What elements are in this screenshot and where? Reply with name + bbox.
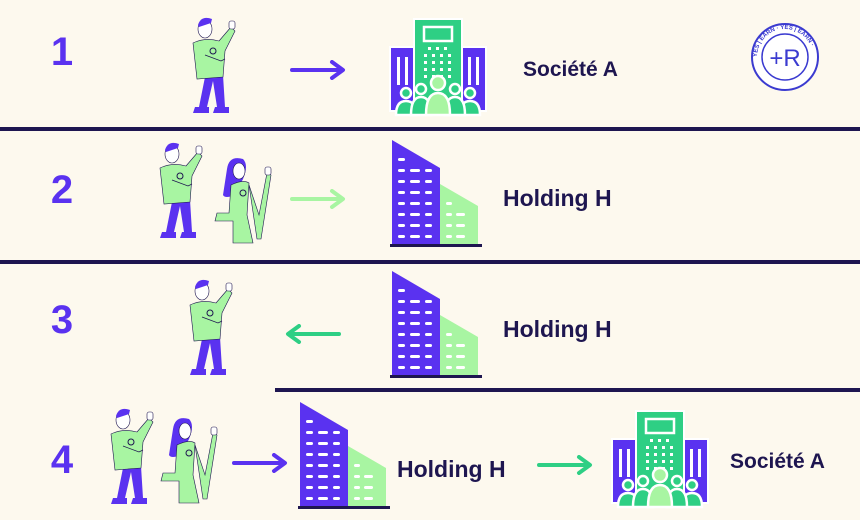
entity-label: Holding H xyxy=(397,456,506,482)
entity-label-2: Société A xyxy=(730,450,825,473)
arrow-right-icon xyxy=(232,453,288,473)
divider xyxy=(0,127,860,131)
person-icon xyxy=(103,406,163,506)
holding-building-icon xyxy=(298,402,390,512)
holding-building-icon xyxy=(390,271,482,381)
step-number: 3 xyxy=(50,298,74,342)
company-building-icon xyxy=(610,409,710,509)
arrow-left-icon xyxy=(285,324,341,344)
divider xyxy=(0,260,860,264)
company-building-icon xyxy=(388,17,488,117)
arrow-right-icon xyxy=(536,455,594,475)
step-number: 4 xyxy=(50,438,74,482)
person-icon xyxy=(152,140,212,240)
person-woman-icon xyxy=(158,415,220,505)
step-number: 2 xyxy=(50,168,74,212)
divider xyxy=(275,388,860,392)
holding-building-icon xyxy=(390,140,482,250)
logo-mark: +R xyxy=(769,45,800,72)
entity-label: Holding H xyxy=(503,185,612,211)
person-woman-icon xyxy=(212,155,274,245)
logo-stamp: YES | EARN · YES | EARN · +R xyxy=(751,23,819,91)
arrow-right-icon xyxy=(290,189,346,209)
person-icon xyxy=(182,277,242,377)
step-number: 1 xyxy=(50,30,74,74)
entity-label: Holding H xyxy=(503,316,612,342)
person-icon xyxy=(185,15,245,115)
entity-label: Société A xyxy=(523,58,618,81)
arrow-right-icon xyxy=(290,60,346,80)
